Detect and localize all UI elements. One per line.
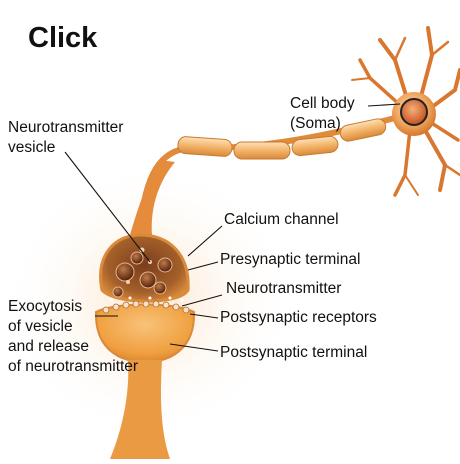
myelin-sheath bbox=[177, 118, 387, 160]
label-vesicle-line1: Neurotransmitter bbox=[8, 119, 124, 136]
label-exocytosis-line4: of neurotransmitter bbox=[8, 358, 139, 375]
neurotransmitter-dots bbox=[110, 296, 184, 302]
label-exocytosis-line2: of vesicle bbox=[8, 318, 73, 335]
postsynaptic-dendrite bbox=[110, 360, 170, 459]
label-exocytosis-line3: and release bbox=[8, 338, 90, 355]
label-calcium-channel: Calcium channel bbox=[224, 211, 339, 228]
leader-lines bbox=[64, 103, 401, 352]
postsynaptic-bulb bbox=[94, 303, 196, 364]
label-cell-body: Cell body bbox=[290, 95, 355, 112]
label-postsynaptic-receptors: Postsynaptic receptors bbox=[220, 309, 377, 326]
vesicles bbox=[112, 247, 173, 298]
postsynaptic-receptors bbox=[102, 300, 190, 314]
label-soma: (Soma) bbox=[290, 115, 341, 132]
click-button[interactable]: Click bbox=[28, 22, 98, 54]
label-neurotransmitter: Neurotransmitter bbox=[226, 280, 342, 297]
label-postsynaptic-terminal: Postsynaptic terminal bbox=[220, 344, 368, 361]
dendrites bbox=[351, 26, 460, 197]
label-exocytosis-line1: Exocytosis bbox=[8, 298, 83, 315]
label-vesicle-line2: vesicle bbox=[8, 139, 56, 156]
nucleus bbox=[400, 98, 428, 126]
label-presynaptic-terminal: Presynaptic terminal bbox=[220, 251, 361, 268]
axon-terminal-stalk bbox=[130, 160, 175, 235]
presynaptic-bulb bbox=[99, 233, 190, 303]
